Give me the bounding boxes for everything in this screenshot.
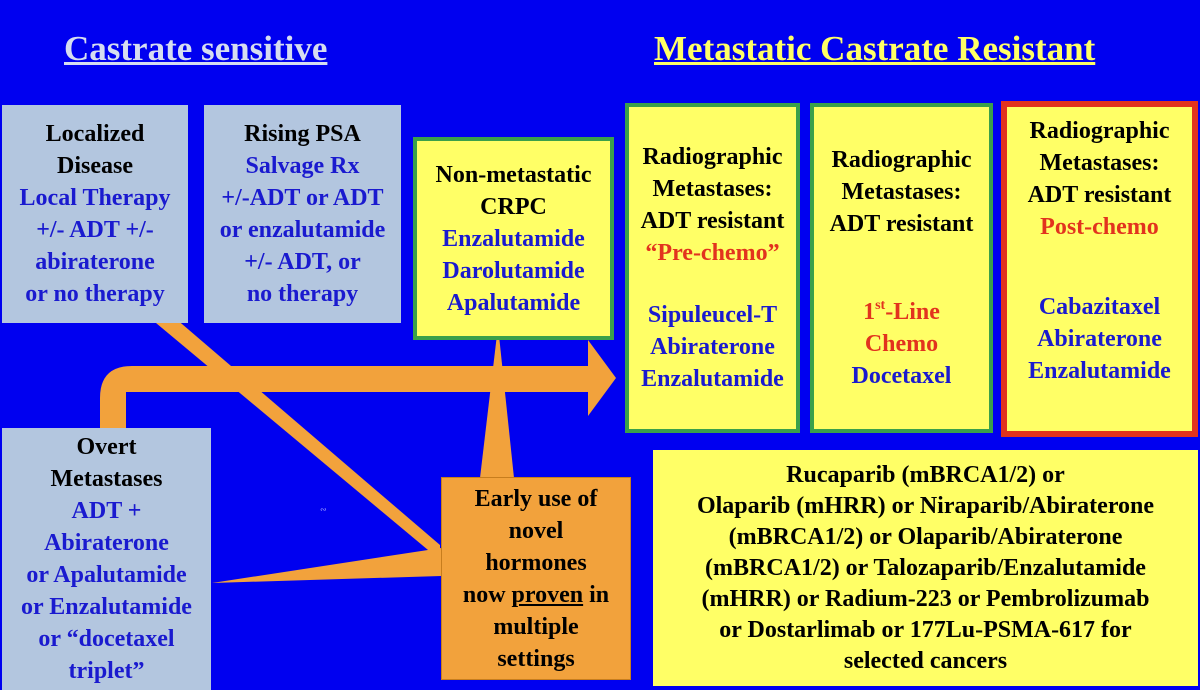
rising-psa-line5: no therapy <box>246 281 359 307</box>
prechemo-title-line1: Radiographic <box>642 144 783 170</box>
localized-title-line1: Localized <box>45 121 145 147</box>
callout-pointer-nmcrpc <box>480 326 514 478</box>
localized-title-line2: Disease <box>57 153 133 179</box>
overt-line1: ADT + <box>71 498 142 524</box>
rising-psa-box: Rising PSA Salvage Rx +/-ADT or ADT or e… <box>204 105 401 323</box>
early-use-in: in <box>583 581 610 608</box>
postchemo-title-line2: Metastases: <box>1039 150 1160 176</box>
selected-line1: Rucaparib (mBRCA1/2) or <box>786 461 1065 488</box>
early-use-line4: now proven in <box>463 579 609 611</box>
prechemo-label: “Pre-chemo” <box>645 240 780 266</box>
postchemo-drug-cabazitaxel: Cabazitaxel <box>1038 294 1161 320</box>
firstline-chemo: Chemo <box>864 331 939 357</box>
prechemo-drug-sipuleucel: Sipuleucel-T <box>647 302 778 328</box>
heading-castrate-sensitive: Castrate sensitive <box>64 29 328 68</box>
nmcrpc-drug-darolutamide: Darolutamide <box>442 257 585 284</box>
selected-cancers-box: Rucaparib (mBRCA1/2) or Olaparib (mHRR) … <box>653 450 1198 686</box>
postchemo-drug-enzalutamide: Enzalutamide <box>1028 358 1171 384</box>
postchemo-label: Post-chemo <box>1040 214 1159 240</box>
rising-psa-line4: +/- ADT, or <box>244 249 361 275</box>
early-use-line1: Early use of <box>474 485 598 512</box>
prechemo-drug-enzalutamide: Enzalutamide <box>641 366 784 392</box>
firstline-title-line2: Metastases: <box>841 179 962 205</box>
early-use-line3: hormones <box>485 549 587 576</box>
prechemo-title-line2: Metastases: <box>652 176 773 202</box>
overt-line6: triplet” <box>68 658 145 684</box>
selected-line7: selected cancers <box>843 647 1008 674</box>
rising-psa-line1: Salvage Rx <box>245 153 360 179</box>
nmcrpc-drug-enzalutamide: Enzalutamide <box>442 225 585 252</box>
firstline-drug-docetaxel: Docetaxel <box>851 363 952 389</box>
rising-psa-line3: or enzalutamide <box>219 217 386 243</box>
early-use-now: now <box>462 581 512 608</box>
localized-therapy-line4: or no therapy <box>25 281 165 307</box>
selected-line3: (mBRCA1/2) or Olaparib/Abiraterone <box>728 523 1123 550</box>
firstline-ordinal: st <box>875 298 886 313</box>
heading-metastatic-castrate-resistant: Metastatic Castrate Resistant <box>654 29 1096 68</box>
overt-line2: Abiraterone <box>44 530 169 556</box>
selected-line6: or Dostarlimab or 177Lu-PSMA-617 for <box>719 616 1132 643</box>
prechemo-title-line3: ADT resistant <box>640 208 785 234</box>
localized-therapy-line1: Local Therapy <box>19 185 171 211</box>
overt-line4: or Enzalutamide <box>21 594 192 620</box>
prechemo-drug-abiraterone: Abiraterone <box>650 334 775 360</box>
callout-pointer-overt <box>212 548 441 583</box>
early-use-line5: multiple <box>493 613 579 640</box>
postchemo-title-line1: Radiographic <box>1029 118 1170 144</box>
nmcrpc-title-line1: Non-metastatic <box>435 161 592 188</box>
selected-line4: (mBRCA1/2) or Talozaparib/Enzalutamide <box>705 554 1146 581</box>
postchemo-box: Radiographic Metastases: ADT resistant P… <box>1001 101 1198 437</box>
overt-line5: or “docetaxel <box>38 626 175 652</box>
prechemo-box: Radiographic Metastases: ADT resistant “… <box>625 103 800 433</box>
nmcrpc-title-line2: CRPC <box>480 193 547 220</box>
early-use-proven: proven <box>511 581 584 608</box>
rising-psa-title: Rising PSA <box>244 121 361 147</box>
localized-therapy-line3: abiraterone <box>35 249 155 275</box>
postchemo-title-line3: ADT resistant <box>1027 182 1172 208</box>
firstline-title-line3: ADT resistant <box>829 211 974 237</box>
localized-disease-box: Localized Disease Local Therapy +/- ADT … <box>2 105 188 323</box>
firstline-suffix: -Line <box>885 299 940 325</box>
overt-line3: or Apalutamide <box>26 562 187 588</box>
callout-pointer-localized <box>150 318 440 560</box>
stray-mark: ∾ <box>320 505 327 514</box>
firstline-number: 1 <box>863 299 876 325</box>
progression-arrow <box>100 340 616 430</box>
overt-title-line1: Overt <box>76 434 137 460</box>
rising-psa-line2: +/-ADT or ADT <box>221 185 384 211</box>
overt-metastases-box: Overt Metastases ADT + Abiraterone or Ap… <box>2 428 211 690</box>
nmcrpc-drug-apalutamide: Apalutamide <box>446 289 581 316</box>
overt-title-line2: Metastases <box>50 466 163 492</box>
first-line-chemo-box: Radiographic Metastases: ADT resistant 1… <box>810 103 993 433</box>
selected-line2: Olaparib (mHRR) or Niraparib/Abiraterone <box>696 492 1155 519</box>
localized-therapy-line2: +/- ADT +/- <box>36 217 154 243</box>
postchemo-drug-abiraterone: Abiraterone <box>1037 326 1162 352</box>
early-use-callout: Early use of novel hormones now proven i… <box>441 477 631 680</box>
nmcrpc-box: Non-metastatic CRPC Enzalutamide Darolut… <box>413 137 614 340</box>
firstline-line-label: 1st-Line <box>863 296 940 328</box>
firstline-title-line1: Radiographic <box>831 147 972 173</box>
early-use-line6: settings <box>497 645 575 672</box>
early-use-line2: novel <box>508 517 564 544</box>
selected-line5: (mHRR) or Radium-223 or Pembrolizumab <box>701 585 1150 612</box>
